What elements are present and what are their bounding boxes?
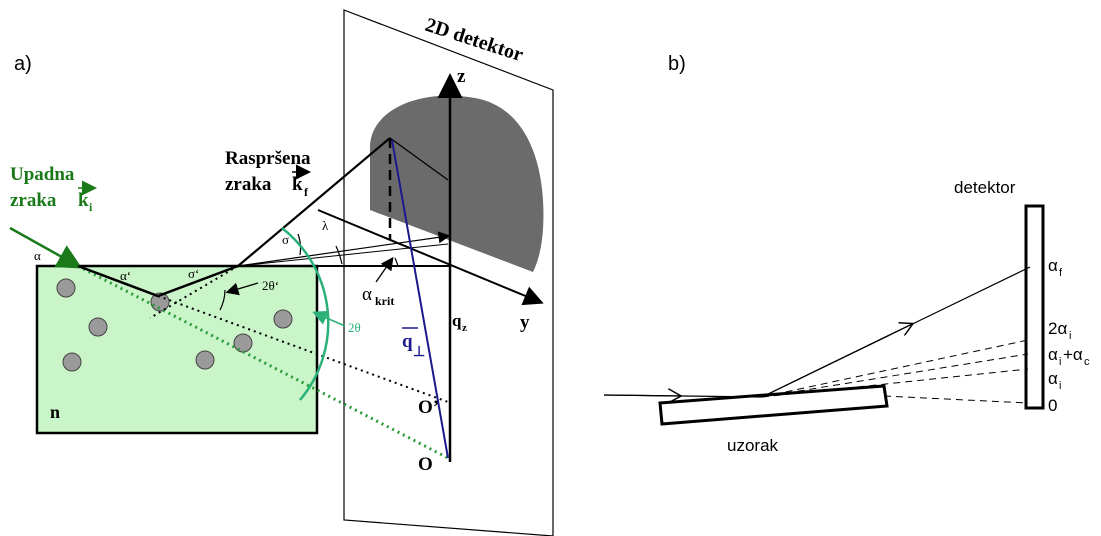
particle <box>233 333 253 353</box>
qz-sub: z <box>462 322 467 334</box>
scattered-beam-subscript: f <box>304 185 309 199</box>
dashed-lines-b <box>761 339 1029 404</box>
scattered-beam <box>237 137 391 267</box>
angle-alpha-prime: α‘ <box>120 268 131 283</box>
angle-alpha: α <box>34 248 41 263</box>
particle <box>273 309 293 329</box>
incident-beam-subscript: i <box>89 200 93 214</box>
alpha-f-base: α <box>1048 256 1058 275</box>
alpha-i-base: α <box>1048 369 1058 388</box>
proj-line <box>389 137 449 181</box>
arc-lambda <box>335 245 343 265</box>
two-alpha-i-pre: 2α <box>1048 319 1067 338</box>
q-perp-vector <box>391 139 449 459</box>
alpha-i-plus-base: α <box>1048 345 1058 364</box>
incident-beam-line2: zraka <box>10 190 57 211</box>
angle-2theta: 2θ <box>348 320 361 335</box>
dashed-2alpha-i <box>761 339 1029 398</box>
scattered-beam-vector: k <box>292 174 303 195</box>
angle-sigma-prime: σ‘ <box>188 266 199 281</box>
sample-b <box>658 384 889 426</box>
incident-beam-line1: Upadna <box>10 164 75 185</box>
two-alpha-i-sub: i <box>1069 330 1071 342</box>
dotted-line-back <box>149 265 239 319</box>
particle <box>56 278 76 298</box>
particle <box>195 350 215 370</box>
arc-2theta <box>281 227 330 401</box>
scattered-beam-line2: zraka <box>225 174 272 195</box>
panel-b-label: b) <box>668 53 686 75</box>
angle-sigma: σ <box>282 232 289 247</box>
point-o-prime: O’ <box>418 397 439 418</box>
incident-beam-arrow <box>9 226 83 269</box>
arc-2theta-prime <box>219 289 226 311</box>
incident-beam-vector: k <box>78 190 89 211</box>
incident-beam-b-arrow <box>603 395 680 396</box>
reflected-beam-b-arrow <box>761 324 912 398</box>
scattered-beam-line1: Raspršena <box>225 148 311 169</box>
pointer-alpha-krit <box>375 256 394 283</box>
alpha-krit-sub: krit <box>375 294 394 308</box>
axis-y-label: y <box>520 312 530 333</box>
angle-2theta-prime: 2θ‘ <box>262 278 279 293</box>
axis-z-label: z <box>457 66 466 87</box>
pointer-2theta <box>312 310 346 327</box>
alpha-i-plus-sub1: i <box>1059 356 1061 368</box>
detector-b <box>1024 204 1045 410</box>
particle <box>62 352 82 372</box>
zero-label: 0 <box>1048 396 1057 415</box>
ray-lambda <box>237 231 451 267</box>
dashed-zero <box>883 395 1029 404</box>
alpha-f-sub: f <box>1059 267 1063 279</box>
detector-b-label: detektor <box>954 178 1016 197</box>
alpha-krit-base: α <box>362 284 372 305</box>
scattering-shape <box>369 95 544 272</box>
alpha-i-plus-sub2: c <box>1084 356 1090 368</box>
qz-base: q <box>452 311 462 330</box>
point-o: O <box>418 454 433 475</box>
sample-b-label: uzorak <box>727 436 779 455</box>
arc-alpha-krit <box>394 257 399 267</box>
alpha-i-sub: i <box>1059 380 1061 392</box>
alpha-i-plus-mid: +α <box>1063 345 1083 364</box>
dashed-alpha-i-plus-c <box>761 353 1029 398</box>
panel-a-label: a) <box>14 53 32 75</box>
sample-box <box>35 264 319 435</box>
dashed-alpha-i <box>761 368 1029 398</box>
y-axis <box>317 209 544 306</box>
medium-n: n <box>50 402 60 422</box>
particle <box>88 317 108 337</box>
angle-lambda: λ <box>322 218 329 233</box>
ray-lambda-2 <box>237 243 449 267</box>
q-perp-base: q <box>402 331 413 352</box>
pointer-2theta-prime <box>225 282 259 296</box>
q-perp-sub: ⊥ <box>413 345 425 360</box>
particles <box>56 278 293 372</box>
